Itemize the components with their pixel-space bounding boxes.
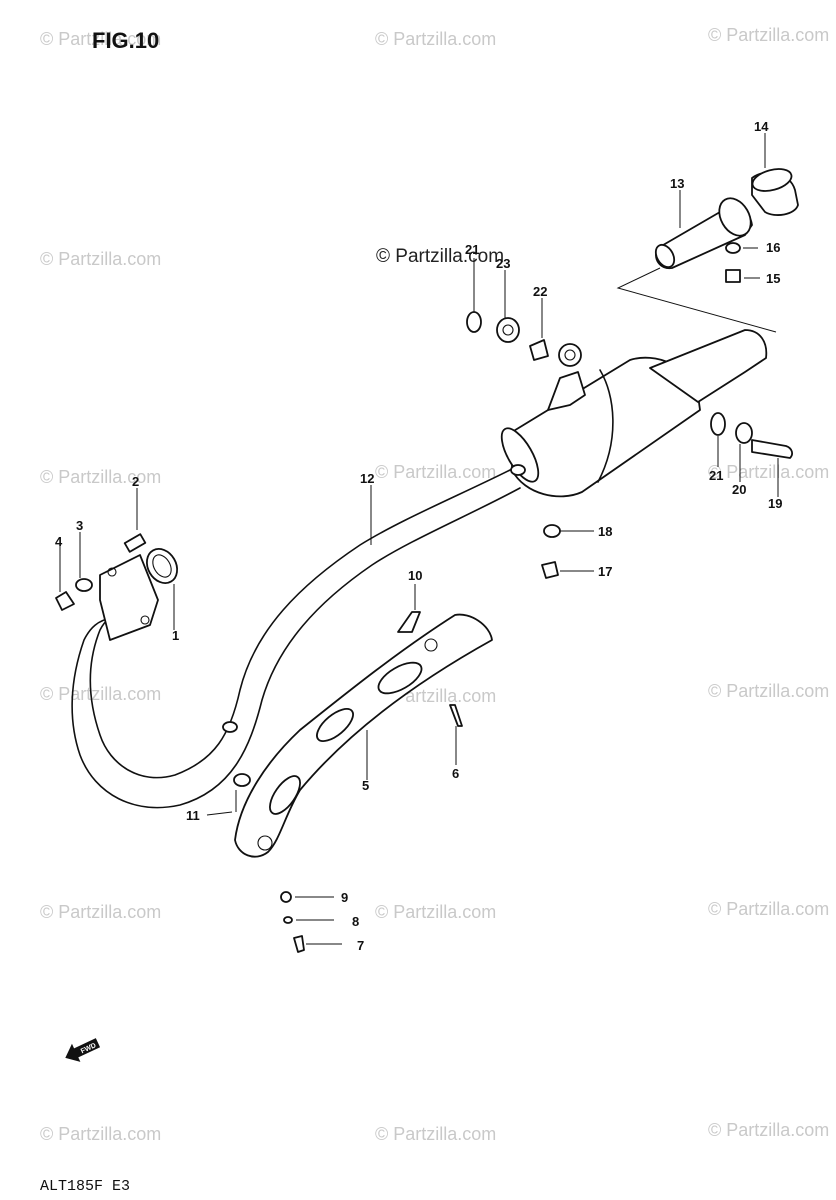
center-watermark: © Partzilla.com	[376, 246, 504, 267]
watermark: © Partzilla.com	[40, 467, 161, 487]
muffler-bracket	[547, 371, 586, 411]
bolt	[725, 269, 741, 283]
callout-labels: 1 2 3 4 5 6 7 8 9 10 11 12 13 14 15 16 1…	[55, 119, 782, 953]
callout-15: 15	[766, 271, 780, 286]
nut	[55, 591, 75, 611]
part-8-washer	[283, 916, 293, 924]
bolt	[751, 439, 793, 459]
reference-line	[616, 267, 777, 333]
watermark: © Partzilla.com	[40, 249, 161, 269]
small-parts	[55, 242, 793, 953]
muffler	[500, 329, 768, 498]
leader-lines	[59, 133, 779, 945]
muffler-inlet	[510, 464, 526, 476]
watermark: © Partzilla.com	[708, 681, 829, 701]
callout-21-right: 21	[709, 468, 723, 483]
part-9-washer	[280, 891, 292, 903]
callout-3: 3	[76, 518, 83, 533]
callout-8: 8	[352, 914, 359, 929]
washer	[735, 422, 753, 444]
callout-4: 4	[55, 534, 63, 549]
collar	[529, 339, 549, 361]
washer	[710, 412, 726, 436]
bolt	[541, 561, 559, 579]
callout-17: 17	[598, 564, 612, 579]
pipe-ring	[222, 721, 238, 733]
damper	[496, 317, 520, 343]
callout-1: 1	[172, 628, 179, 643]
clip	[397, 611, 421, 633]
part-7-screw	[293, 935, 305, 953]
callout-18: 18	[598, 524, 612, 539]
watermark: © Partzilla.com	[375, 29, 496, 49]
watermark: © Partzilla.com	[375, 1124, 496, 1144]
exhaust-flange	[99, 554, 159, 641]
watermark: © Partzilla.com	[708, 25, 829, 45]
screw	[449, 704, 463, 727]
front-arrow-text: FWD	[80, 1042, 97, 1055]
callout-7: 7	[357, 938, 364, 953]
washer	[725, 242, 741, 254]
callout-22: 22	[533, 284, 547, 299]
watermark: © Partzilla.com	[40, 902, 161, 922]
clamp-band	[751, 168, 799, 216]
watermark: © Partzilla.com	[375, 902, 496, 922]
watermark: © Partzilla.com	[375, 462, 496, 482]
front-direction-arrow: FWD	[65, 1038, 101, 1062]
callout-6: 6	[452, 766, 459, 781]
nut	[543, 524, 561, 538]
callout-16: 16	[766, 240, 780, 255]
callout-13: 13	[670, 176, 684, 191]
heat-shield	[234, 613, 493, 858]
watermark: © Partzilla.com	[40, 684, 161, 704]
callout-9: 9	[341, 890, 348, 905]
watermark: © Partzilla.com	[708, 462, 829, 482]
stud	[123, 533, 147, 553]
pipe-ring	[233, 773, 251, 787]
callout-19: 19	[768, 496, 782, 511]
callout-21-top: 21	[465, 242, 479, 257]
model-code: ALT185F E3	[40, 1178, 130, 1195]
callout-14: 14	[754, 119, 769, 134]
watermark: © Partzilla.com	[708, 1120, 829, 1140]
watermark-layer: © Partzilla.com © Partzilla.com © Partzi…	[40, 25, 829, 1144]
exhaust-pipe	[71, 469, 521, 809]
callout-23: 23	[496, 256, 510, 271]
callout-20: 20	[732, 482, 746, 497]
washer	[466, 311, 482, 333]
watermark: © Partzilla.com	[40, 1124, 161, 1144]
watermark: © Partzilla.com	[40, 29, 161, 49]
callout-2: 2	[132, 474, 139, 489]
callout-12: 12	[360, 471, 374, 486]
callout-11: 11	[186, 808, 200, 823]
watermark: © Partzilla.com	[708, 899, 829, 919]
callout-5: 5	[362, 778, 369, 793]
figure-title: FIG.10	[92, 28, 159, 53]
callout-10: 10	[408, 568, 422, 583]
washer	[75, 578, 93, 592]
tail-pipe	[654, 197, 753, 270]
